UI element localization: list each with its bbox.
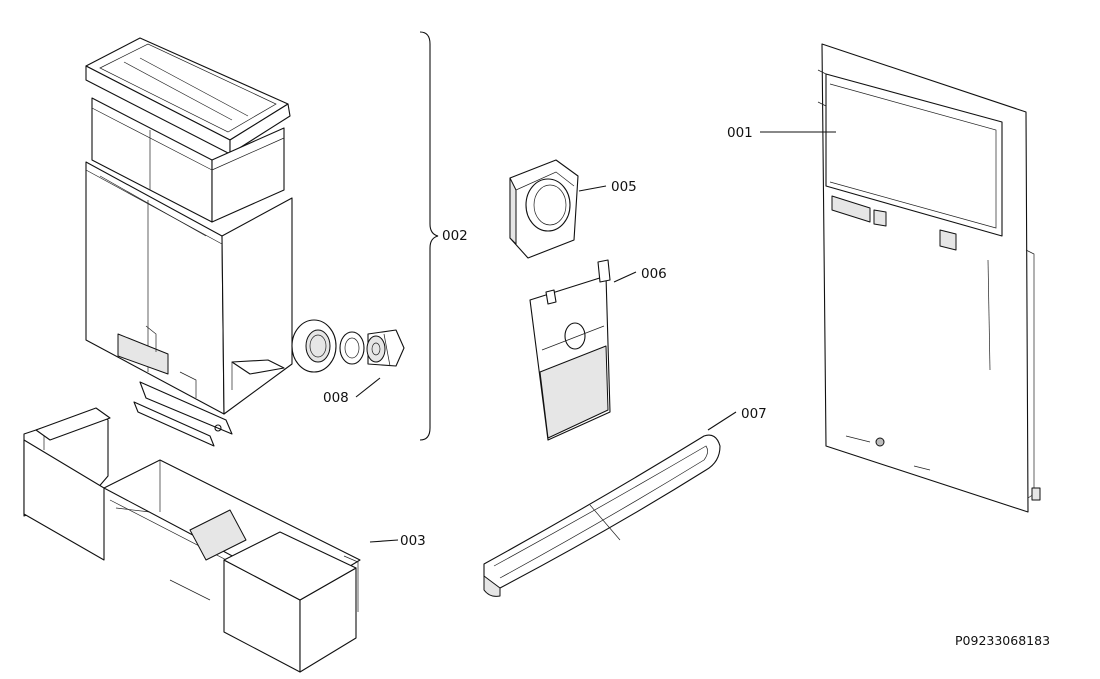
lower-tray [23, 407, 361, 673]
label-002: 002 [442, 228, 468, 244]
leader-lines [355, 131, 836, 543]
threaded-fitting [291, 319, 405, 373]
door-panel [817, 43, 1041, 513]
leader-006 [613, 271, 637, 283]
label-008: 008 [323, 390, 349, 406]
group-bracket [419, 31, 439, 441]
label-005: 005 [611, 179, 637, 195]
leader-007 [707, 411, 737, 431]
drawing-code: P09233068183 [955, 633, 1050, 648]
leader-005 [578, 185, 607, 192]
label-006: 006 [641, 266, 667, 282]
label-001: 001 [727, 125, 753, 141]
label-003: 003 [400, 533, 426, 549]
label-007: 007 [741, 406, 767, 422]
round-bezel [509, 159, 579, 259]
drip-tray [483, 434, 721, 597]
ice-container-assembly [85, 37, 293, 447]
leader-003 [369, 539, 399, 543]
dispenser-flap [529, 259, 611, 441]
leader-008 [355, 377, 381, 398]
